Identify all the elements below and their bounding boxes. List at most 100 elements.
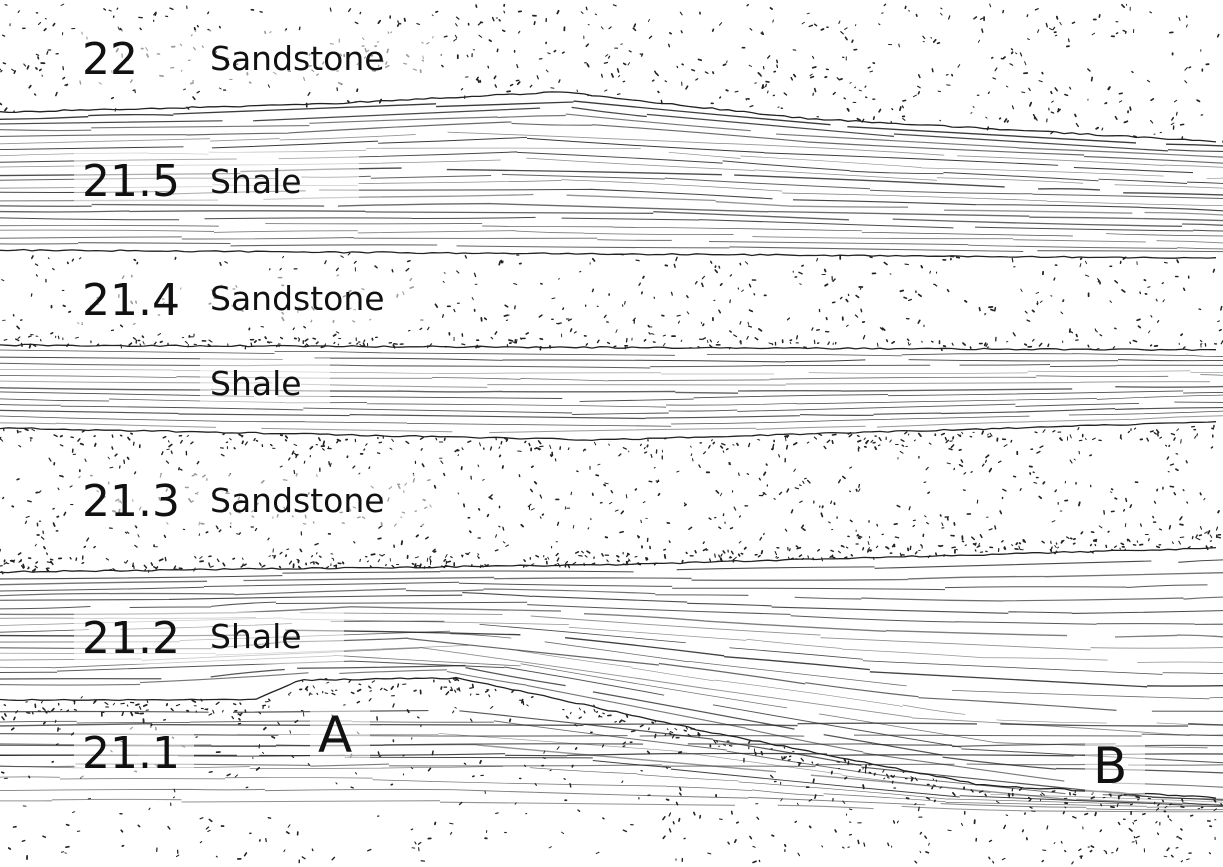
sand-grain [286,440,287,441]
sand-grain [565,507,566,510]
sand-grain [1177,112,1178,115]
layer-number-21-4: 21.4 [82,275,180,326]
sand-grain [1136,797,1139,798]
sand-grain [603,818,604,819]
sand-grain [323,441,324,444]
sand-grain [161,342,163,343]
sand-grain [579,556,582,557]
sand-grain [532,466,533,467]
sand-grain [343,562,344,563]
sand-grain [360,345,361,346]
sand-grain [1149,539,1150,541]
sand-grain [859,485,860,488]
sand-grain [63,78,65,79]
sand-grain [1132,72,1133,73]
sand-grain [398,21,399,23]
sand-grain [67,825,69,826]
sand-grain [74,710,76,711]
sand-grain [940,120,941,121]
sand-grain [171,451,172,453]
sand-grain [27,66,28,69]
sand-grain [478,80,479,83]
sand-grain [451,557,453,558]
sand-grain [658,92,659,93]
sand-grain [1051,550,1052,552]
sand-grain [715,554,716,557]
sand-grain [844,98,845,99]
sand-grain [858,441,861,442]
sand-grain [286,555,287,556]
sand-grain [272,737,274,738]
sand-grain [398,684,399,687]
sand-grain [405,19,406,21]
sand-grain [1157,489,1158,490]
sand-grain [1211,447,1212,448]
sand-grain [1051,112,1053,113]
sand-grain [359,684,361,685]
sand-grain [462,344,465,345]
sand-grain [1012,52,1013,53]
sand-grain [709,518,711,519]
sand-grain [209,563,210,566]
sand-grain [808,556,809,558]
sand-grain [117,8,118,9]
sand-grain [831,501,832,503]
sand-grain [136,704,139,705]
sand-grain [220,27,221,28]
sand-grain [1130,505,1131,507]
sand-grain [1115,498,1117,499]
sand-grain [240,714,242,715]
sand-grain [309,693,310,695]
sand-grain [304,327,305,328]
sand-grain [436,12,438,13]
sand-grain [434,551,435,552]
sand-grain [540,446,543,447]
sand-grain [929,843,930,845]
sand-grain [1070,87,1071,89]
sand-grain [300,549,301,551]
sand-grain [965,545,966,546]
rock-type-sandstone-21-4: Sandstone [210,279,385,318]
sand-grain [1073,22,1075,23]
sand-grain [317,553,318,554]
sand-grain [33,712,34,713]
sand-grain [1117,33,1118,34]
sand-grain [1169,446,1170,447]
sand-grain [2,772,4,773]
sand-grain [1166,445,1167,446]
sand-grain [511,85,513,86]
sand-grain [758,439,760,440]
sand-grain [1020,489,1021,491]
sand-grain [1158,833,1159,834]
sand-grain [167,704,168,705]
sand-grain [959,450,961,451]
sand-grain [239,533,240,534]
sand-grain [949,449,952,450]
sand-grain [887,340,888,342]
sand-grain [51,333,53,334]
sand-grain [417,535,419,536]
sand-grain [265,337,266,338]
sand-grain [488,66,489,68]
sand-grain [570,784,571,787]
sand-grain [584,711,585,713]
sand-grain [501,442,502,444]
sand-grain [745,548,746,549]
sand-grain [1088,345,1089,347]
sand-grain [420,564,421,567]
sand-grain [450,823,453,824]
sand-grain [223,710,224,712]
sand-grain [1134,820,1136,821]
sand-grain [269,699,270,700]
sand-grain [445,438,446,440]
sand-grain [627,715,628,717]
sand-grain [608,343,610,344]
sand-grain [287,549,289,550]
sand-grain [420,328,422,329]
sand-grain [386,565,387,566]
sand-grain [965,301,967,302]
sand-grain [1069,39,1070,42]
sand-grain [121,830,122,832]
sand-grain [813,779,814,782]
sand-grain [1183,490,1184,491]
